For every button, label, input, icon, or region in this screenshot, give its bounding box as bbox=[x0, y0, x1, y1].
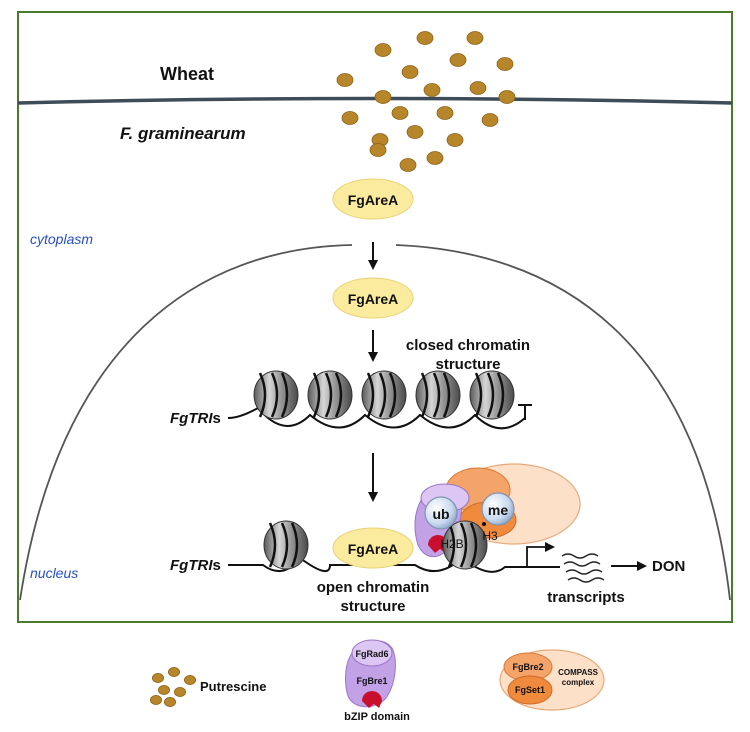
legend-fgset1-label: FgSet1 bbox=[515, 685, 545, 695]
fgtri-gene-suffix-closed: s bbox=[213, 410, 221, 427]
putrescine-granule bbox=[167, 667, 180, 677]
legend-putrescine-icon bbox=[149, 667, 196, 707]
legend-compass-label: COMPASS bbox=[558, 668, 599, 677]
legend-fgrad6-shape bbox=[351, 639, 393, 667]
fgtri-gene-suffix-open: s bbox=[213, 557, 221, 574]
nucleosome bbox=[415, 370, 461, 420]
fgtri-gene-prefix-closed: FgTRI bbox=[170, 410, 213, 427]
putrescine-granule bbox=[401, 65, 419, 79]
putrescine-granule bbox=[449, 53, 467, 67]
fgarea-nucleus bbox=[332, 277, 414, 319]
ubiquitin-mark-label: ub bbox=[432, 506, 449, 522]
open-nucleosome-array bbox=[263, 520, 488, 570]
fgarea-bound-label: FgAreA bbox=[348, 541, 399, 557]
putrescine-granule bbox=[436, 106, 454, 120]
methyl-mark bbox=[481, 492, 515, 526]
fgarea-cytoplasm bbox=[332, 178, 414, 220]
putrescine-granule bbox=[149, 695, 162, 705]
putrescine-granule bbox=[336, 73, 354, 87]
closed-chromatin-label-2: structure bbox=[435, 356, 500, 373]
putrescine-cluster bbox=[336, 31, 516, 172]
putrescine-granule bbox=[426, 151, 444, 165]
closed-chromatin-label: closed chromatin bbox=[406, 337, 530, 354]
putrescine-granule bbox=[374, 43, 392, 57]
putrescine-granule bbox=[173, 687, 186, 697]
transcripts-label: transcripts bbox=[547, 589, 625, 606]
legend-fgrad6-label: FgRad6 bbox=[355, 649, 388, 659]
ubiquitin-mark bbox=[424, 496, 458, 530]
fgarea-bound bbox=[332, 527, 414, 569]
nucleosome bbox=[307, 370, 353, 420]
putrescine-granule bbox=[469, 81, 487, 95]
h3-dot bbox=[482, 522, 486, 526]
putrescine-granule bbox=[369, 143, 387, 157]
fgarea-nucleus-label: FgAreA bbox=[348, 291, 399, 307]
closed-nucleosome-array bbox=[253, 370, 515, 420]
putrescine-granule bbox=[157, 685, 170, 695]
nucleosome bbox=[361, 370, 407, 420]
putrescine-granule bbox=[163, 697, 176, 707]
putrescine-granule bbox=[423, 83, 441, 97]
legend-fgbre1-label: FgBre1 bbox=[356, 676, 387, 686]
h2b-label: H2B bbox=[440, 537, 463, 551]
methyl-mark-label: me bbox=[488, 502, 508, 518]
legend-fgset1-shape bbox=[507, 675, 553, 705]
nucleosome bbox=[263, 520, 309, 570]
putrescine-granule bbox=[481, 113, 499, 127]
fgtri-gene-label-open: FgTRIs bbox=[170, 557, 221, 574]
putrescine-granule bbox=[406, 125, 424, 139]
putrescine-granule bbox=[341, 111, 359, 125]
putrescine-granule bbox=[498, 90, 516, 104]
putrescine-granule bbox=[446, 133, 464, 147]
open-chromatin-label: open chromatin bbox=[317, 579, 430, 596]
fgtri-gene-label-closed: FgTRIs bbox=[170, 410, 221, 427]
putrescine-granule bbox=[151, 673, 164, 683]
open-chromatin-label-2: structure bbox=[340, 598, 405, 615]
fgtri-gene-prefix-open: FgTRI bbox=[170, 557, 213, 574]
putrescine-granule bbox=[466, 31, 484, 45]
putrescine-granule bbox=[496, 57, 514, 71]
fungal-cell-frame bbox=[17, 11, 733, 623]
nucleosome bbox=[469, 370, 515, 420]
legend-bzip-label: bZIP domain bbox=[344, 711, 410, 723]
don-label: DON bbox=[652, 558, 685, 575]
legend-compass-label-2: complex bbox=[562, 678, 595, 687]
putrescine-granule bbox=[391, 106, 409, 120]
legend-bzip-shape bbox=[362, 691, 382, 708]
transcription-start-arrow bbox=[526, 542, 555, 567]
organism-label: F. graminearum bbox=[120, 124, 246, 143]
wheat-boundary-line bbox=[17, 96, 733, 105]
nucleosome bbox=[253, 370, 299, 420]
nuclear-envelope bbox=[19, 244, 731, 601]
h3-label: H3 bbox=[482, 529, 498, 543]
putrescine-granule bbox=[183, 675, 196, 685]
legend-putrescine-label: Putrescine bbox=[200, 679, 266, 694]
nucleus-label: nucleus bbox=[30, 565, 78, 581]
fgarea-cytoplasm-label: FgAreA bbox=[348, 192, 399, 208]
cytoplasm-label: cytoplasm bbox=[30, 231, 93, 247]
transcripts-icon bbox=[561, 553, 605, 583]
putrescine-granule bbox=[416, 31, 434, 45]
putrescine-granule bbox=[374, 90, 392, 104]
nucleosome bbox=[442, 520, 488, 570]
putrescine-granule bbox=[399, 158, 417, 172]
legend-fgbre2-label: FgBre2 bbox=[512, 662, 543, 672]
wheat-label: Wheat bbox=[160, 64, 214, 84]
